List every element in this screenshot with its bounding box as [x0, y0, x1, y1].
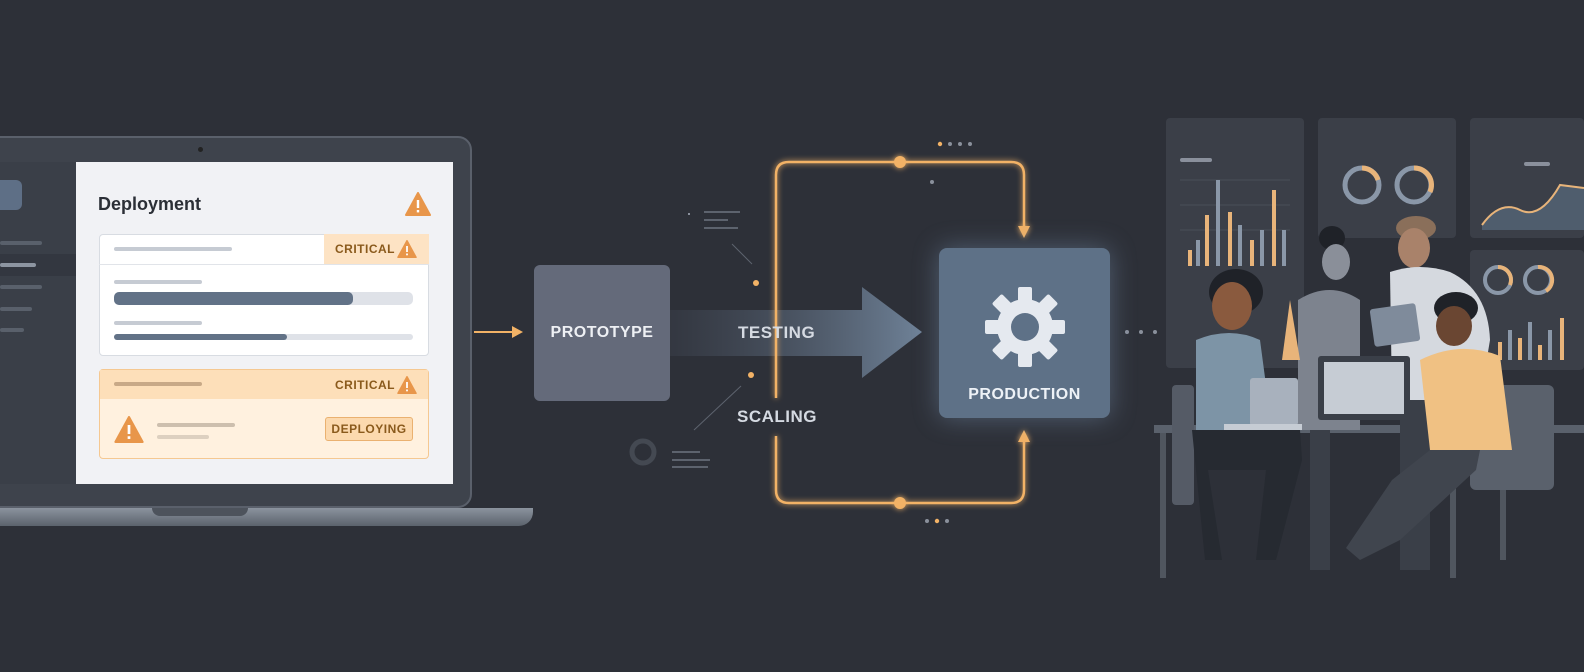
divider — [99, 264, 429, 265]
progress-fill — [114, 334, 288, 340]
laptop-camera — [198, 147, 203, 152]
prototype-stage[interactable]: PROTOTYPE — [534, 265, 670, 401]
page-title: Deployment — [98, 194, 202, 214]
progress-fill — [114, 292, 354, 305]
person-illustration — [1172, 269, 1302, 560]
progress-bar — [114, 334, 413, 340]
mini-chart-illustration — [1483, 264, 1564, 360]
decoration-ring — [629, 438, 657, 466]
sidebar-item[interactable] — [0, 263, 36, 267]
team-illustration — [1154, 158, 1584, 578]
placeholder-text — [114, 382, 202, 386]
testing-label: TESTING — [738, 323, 816, 342]
decoration-dots — [748, 141, 1157, 524]
placeholder-text — [114, 247, 232, 251]
line-chart-illustration — [1481, 162, 1584, 230]
sidebar-item[interactable] — [0, 241, 42, 245]
arrow-icon — [474, 326, 523, 338]
gear-icon — [985, 287, 1065, 367]
production-label: PRODUCTION — [968, 386, 1081, 403]
warning-icon[interactable] — [405, 192, 431, 216]
warning-icon — [114, 416, 144, 443]
laptop-notch — [152, 508, 248, 516]
testing-arrow — [670, 287, 922, 378]
warning-icon — [397, 240, 417, 258]
laptop-base — [0, 508, 533, 526]
dashboard-panel — [1318, 118, 1456, 238]
placeholder-text — [157, 435, 209, 439]
app-logo — [0, 180, 22, 210]
sidebar-item-active[interactable] — [0, 254, 76, 276]
sidebar-item[interactable] — [0, 328, 24, 332]
bar-chart-illustration — [1180, 158, 1290, 266]
donut-chart-illustration — [1342, 165, 1434, 205]
progress-bar — [114, 292, 413, 305]
placeholder-text — [114, 321, 202, 325]
scaling-label: SCALING — [737, 407, 817, 426]
status-badge-label: CRITICAL — [335, 242, 395, 256]
sidebar-item[interactable] — [0, 285, 42, 289]
sidebar-item[interactable] — [0, 307, 32, 311]
warning-icon — [397, 376, 417, 394]
decoration-lines — [672, 211, 753, 468]
feedback-loop — [774, 156, 1030, 509]
placeholder-text — [157, 423, 235, 427]
person-illustration — [1318, 292, 1554, 560]
app-sidebar — [0, 162, 76, 484]
deploying-button[interactable]: DEPLOYING — [325, 417, 413, 441]
desk — [1154, 425, 1584, 433]
status-badge-label: CRITICAL — [335, 378, 395, 392]
placeholder-text — [114, 280, 202, 284]
